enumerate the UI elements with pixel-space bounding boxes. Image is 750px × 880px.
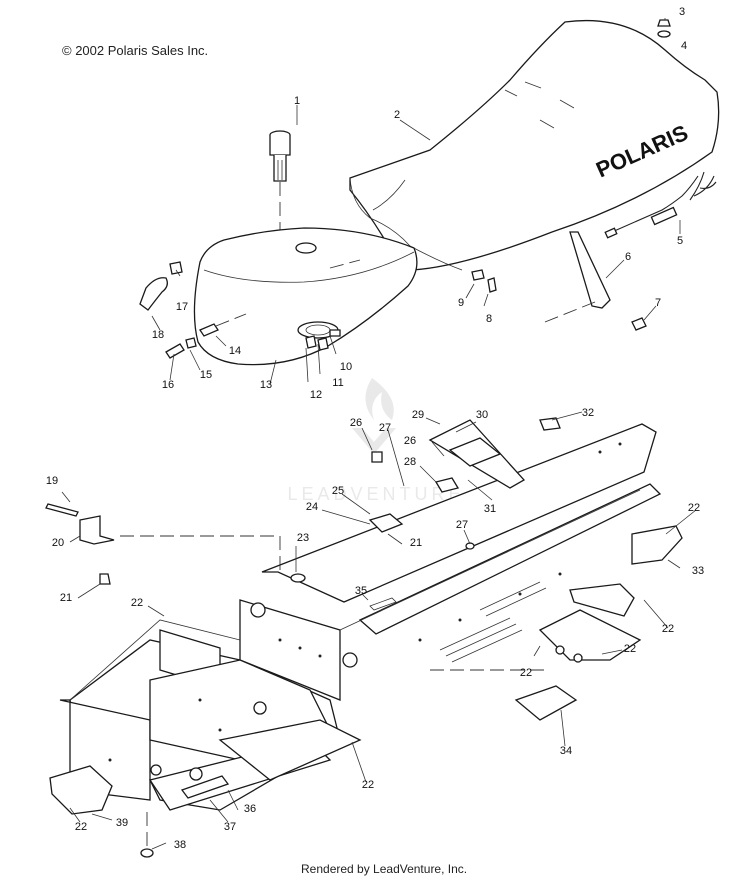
callout-29: 29 bbox=[412, 409, 424, 421]
callout-16: 16 bbox=[162, 379, 174, 391]
callout-22d: 22 bbox=[624, 643, 636, 655]
bracket-20 bbox=[79, 515, 115, 545]
seat-strap-6 bbox=[544, 231, 611, 323]
callout-21a: 21 bbox=[60, 592, 72, 604]
watermark-text: LEADVENTURE bbox=[287, 484, 464, 504]
fuel-hose-18 bbox=[139, 277, 168, 311]
bracket-34 bbox=[514, 685, 578, 721]
fuel-tank bbox=[193, 227, 418, 366]
plate-31 bbox=[448, 437, 502, 467]
fuel-pickup-11 bbox=[317, 337, 329, 351]
bracket-33 bbox=[631, 525, 683, 565]
fuel-clamp-15 bbox=[185, 337, 197, 349]
callout-14: 14 bbox=[229, 345, 241, 357]
fuel-line-14 bbox=[199, 323, 219, 337]
bracket-28 bbox=[434, 477, 460, 493]
callout-7: 7 bbox=[655, 297, 661, 309]
callout-3: 3 bbox=[679, 6, 685, 18]
seat-bolt-8 bbox=[487, 277, 497, 293]
seat: POLARIS bbox=[349, 19, 720, 271]
callout-2: 2 bbox=[394, 109, 400, 121]
callout-13: 13 bbox=[260, 379, 272, 391]
callout-6: 6 bbox=[625, 251, 631, 263]
callout-10: 10 bbox=[340, 361, 352, 373]
callout-30: 30 bbox=[476, 409, 488, 421]
copyright-notice: © 2002 Polaris Sales Inc. bbox=[62, 43, 209, 58]
seat-nut-9 bbox=[471, 269, 485, 281]
fastener-21 bbox=[99, 573, 111, 585]
bracket-25 bbox=[368, 513, 404, 533]
fuel-cap bbox=[269, 130, 291, 230]
rear-bracket-plate bbox=[538, 609, 642, 661]
footer-credit: Rendered by LeadVenture, Inc. bbox=[301, 862, 468, 876]
callout-1: 1 bbox=[294, 95, 300, 107]
seat-nut-3 bbox=[657, 19, 671, 27]
fuel-hose-16 bbox=[165, 343, 185, 359]
callout-9: 9 bbox=[458, 297, 464, 309]
callout-33: 33 bbox=[692, 565, 704, 577]
rear-bracket-upper bbox=[569, 583, 635, 617]
callout-22f: 22 bbox=[362, 779, 374, 791]
grommet-32 bbox=[539, 417, 561, 431]
callout-11: 11 bbox=[332, 377, 343, 389]
callout-32: 32 bbox=[582, 407, 594, 419]
callout-8: 8 bbox=[486, 313, 492, 325]
plug-38 bbox=[140, 848, 154, 858]
callout-36: 36 bbox=[244, 803, 256, 815]
callout-39: 39 bbox=[116, 817, 128, 829]
seat-washer-4 bbox=[657, 30, 671, 38]
callout-18: 18 bbox=[152, 329, 164, 341]
leader-lines bbox=[61, 18, 697, 850]
callout-22c: 22 bbox=[662, 623, 674, 635]
callout-20: 20 bbox=[52, 537, 64, 549]
callout-31: 31 bbox=[484, 503, 496, 515]
callout-34: 34 bbox=[560, 745, 572, 757]
callout-22e: 22 bbox=[520, 667, 532, 679]
callout-38: 38 bbox=[174, 839, 186, 851]
cable-tie-19 bbox=[45, 503, 79, 517]
callout-22a: 22 bbox=[131, 597, 143, 609]
bumper-39 bbox=[49, 765, 113, 815]
callout-26b: 26 bbox=[404, 435, 416, 447]
callout-19: 19 bbox=[46, 475, 58, 487]
fuel-line-guide bbox=[215, 313, 247, 327]
callout-21b: 21 bbox=[410, 537, 422, 549]
callout-26a: 26 bbox=[350, 417, 362, 429]
fuel-pickup-12 bbox=[305, 335, 317, 349]
fuel-fitting-10 bbox=[329, 329, 341, 337]
callout-25: 25 bbox=[332, 485, 344, 497]
callout-35: 35 bbox=[355, 585, 367, 597]
chassis-frame bbox=[59, 423, 662, 811]
callout-24: 24 bbox=[306, 501, 318, 513]
strap-fastener-7 bbox=[631, 317, 647, 331]
callout-4: 4 bbox=[681, 40, 687, 52]
callout-17: 17 bbox=[176, 301, 188, 313]
callout-27b: 27 bbox=[456, 519, 468, 531]
callout-5: 5 bbox=[677, 235, 683, 247]
callout-23: 23 bbox=[297, 532, 309, 544]
callout-27a: 27 bbox=[379, 422, 391, 434]
fuel-fitting-17 bbox=[169, 261, 183, 275]
bracket-guide bbox=[120, 535, 281, 576]
callout-labels: 1 2 3 4 5 6 7 8 9 10 11 12 13 14 15 16 1… bbox=[46, 6, 704, 851]
callout-12: 12 bbox=[310, 389, 322, 401]
callout-22b: 22 bbox=[688, 502, 700, 514]
callout-28: 28 bbox=[404, 456, 416, 468]
watermark-logo: LEADVENTURE bbox=[287, 378, 464, 504]
wire-harness-5 bbox=[604, 171, 717, 239]
callout-37: 37 bbox=[224, 821, 236, 833]
callout-22g: 22 bbox=[75, 821, 87, 833]
clip-26 bbox=[371, 451, 383, 463]
callout-15: 15 bbox=[200, 369, 212, 381]
bracket-36 bbox=[180, 775, 230, 799]
